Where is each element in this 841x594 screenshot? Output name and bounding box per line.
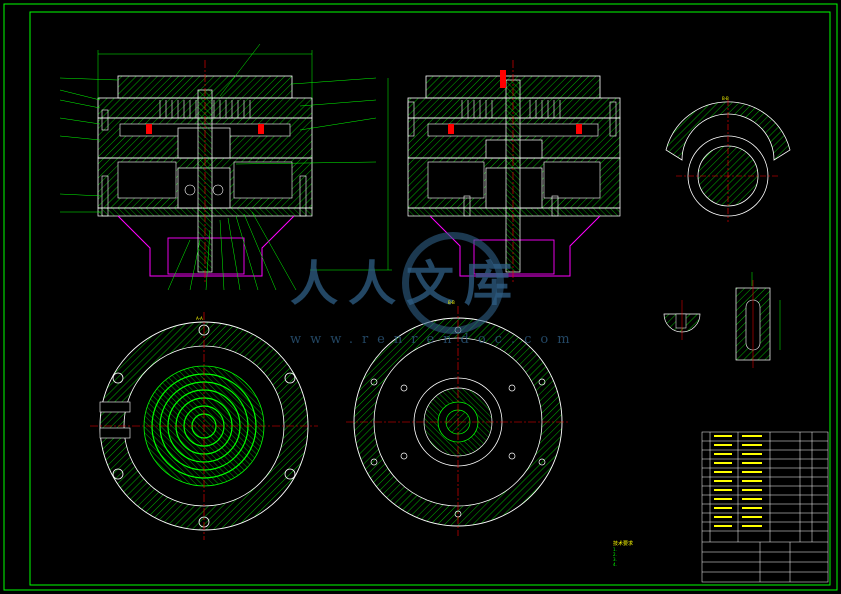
note-line: 1. bbox=[613, 547, 617, 552]
notes-heading: 技术要求 bbox=[613, 541, 634, 547]
section-label-b: B-B bbox=[448, 300, 455, 305]
technical-notes: 技术要求 1. 2. 3. 4. bbox=[613, 541, 703, 568]
note-line: 2. bbox=[613, 552, 617, 557]
parts-list-text bbox=[714, 435, 762, 527]
detail-label-top: B-B bbox=[722, 96, 729, 101]
front-section-view bbox=[59, 43, 392, 291]
bottom-view bbox=[346, 306, 570, 536]
title-block bbox=[701, 431, 829, 583]
inner-border bbox=[29, 11, 831, 586]
watermark-brand: 人人文库 bbox=[290, 256, 523, 312]
side-section-view bbox=[407, 60, 621, 282]
note-line: 3. bbox=[613, 557, 617, 562]
note-line: 4. bbox=[613, 562, 617, 567]
logo-circle-icon bbox=[402, 232, 504, 334]
key-detail-view bbox=[663, 272, 781, 368]
section-label-a: A-A bbox=[196, 316, 203, 321]
watermark-url: www.renrendoc.com bbox=[290, 332, 579, 347]
outer-border bbox=[3, 3, 838, 591]
cam-detail-view bbox=[665, 100, 791, 222]
top-view-spiral bbox=[90, 312, 318, 540]
